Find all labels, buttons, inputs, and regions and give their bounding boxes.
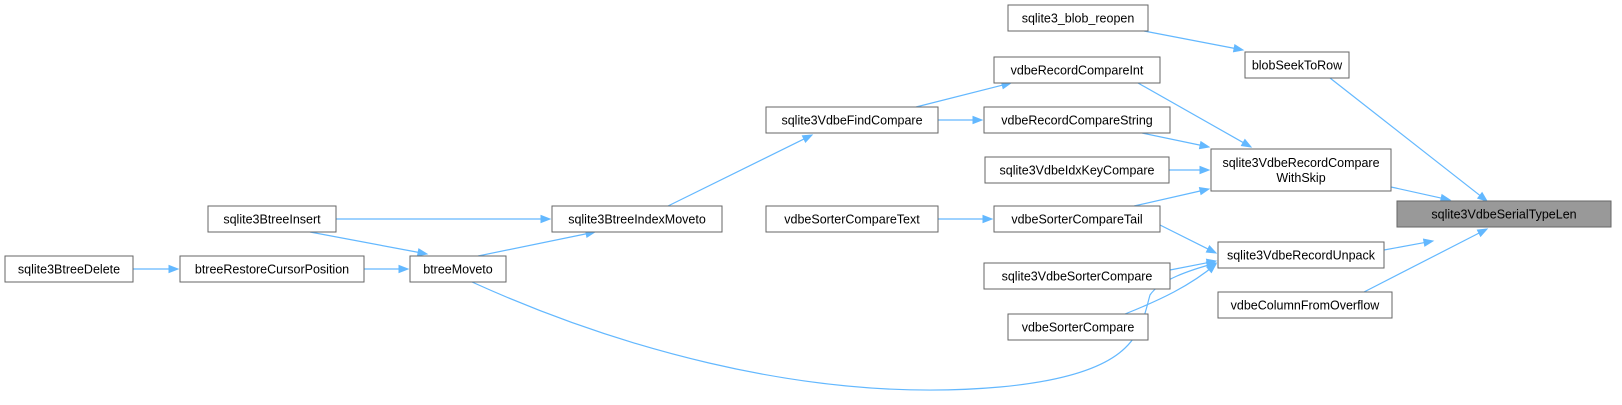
- node-box: [4, 255, 134, 283]
- edge-colovf-to-serial: [1363, 228, 1489, 293]
- node-label: WithSkip: [1276, 171, 1325, 185]
- node-btreeRestoreCursorPosition[interactable]: btreeRestoreCursorPosition: [179, 255, 365, 283]
- edge-moveto-to-unpack: [471, 261, 1218, 391]
- node-vdbeSorterCompareText[interactable]: vdbeSorterCompareText: [765, 205, 939, 233]
- node-box: [1217, 241, 1385, 269]
- node-label: vdbeRecordCompareString: [1001, 113, 1153, 127]
- node-sqlite3BtreeDelete[interactable]: sqlite3BtreeDelete: [4, 255, 134, 283]
- node-sqlite3-blob-reopen[interactable]: sqlite3_blob_reopen: [1007, 4, 1149, 32]
- edge-layer: [133, 30, 1489, 391]
- node-label: sqlite3VdbeFindCompare: [781, 113, 922, 127]
- edge-findcmp-to-rcint: [915, 81, 1013, 108]
- edge-unpack-to-serial: [1383, 238, 1435, 251]
- node-label: sqlite3VdbeSerialTypeLen: [1431, 207, 1576, 221]
- node-box: [765, 205, 939, 233]
- node-sqlite3VdbeSerialTypeLen: sqlite3VdbeSerialTypeLen: [1396, 200, 1612, 228]
- node-blobSeekToRow[interactable]: blobSeekToRow: [1244, 51, 1350, 79]
- node-vdbeRecordCompareString[interactable]: vdbeRecordCompareString: [983, 106, 1171, 134]
- node-box: [179, 255, 365, 283]
- node-label: vdbeRecordCompareInt: [1011, 63, 1144, 77]
- node-sqlite3VdbeSorterCompare[interactable]: sqlite3VdbeSorterCompare: [983, 262, 1171, 290]
- edge-btinsert-to-btidxmove: [336, 214, 552, 224]
- node-box: [409, 255, 507, 283]
- node-sqlite3BtreeIndexMoveto[interactable]: sqlite3BtreeIndexMoveto: [551, 205, 723, 233]
- edge-btinsert-to-moveto: [309, 231, 429, 257]
- node-box: [1217, 291, 1393, 319]
- edge-rcint-to-rcskip: [1137, 82, 1253, 148]
- node-sqlite3VdbeIdxKeyCompare[interactable]: sqlite3VdbeIdxKeyCompare: [984, 156, 1170, 184]
- node-label: blobSeekToRow: [1252, 58, 1343, 72]
- node-label: btreeRestoreCursorPosition: [195, 262, 349, 276]
- node-layer: sqlite3VdbeSerialTypeLen sqlite3_blob_reo…: [4, 4, 1612, 341]
- edge-rcskip-to-serial: [1390, 186, 1452, 203]
- edge-moveto-to-btidxmove: [477, 229, 597, 257]
- node-box: [1210, 148, 1392, 192]
- edge-sctail-to-rcskip: [1133, 186, 1211, 207]
- node-box: [765, 106, 939, 134]
- node-label: sqlite3BtreeInsert: [223, 212, 321, 226]
- node-label: sqlite3BtreeDelete: [18, 262, 120, 276]
- node-box: [984, 156, 1170, 184]
- node-sqlite3VdbeRecordUnpack[interactable]: sqlite3VdbeRecordUnpack: [1217, 241, 1385, 269]
- node-box: [1007, 313, 1149, 341]
- node-label: sqlite3VdbeSorterCompare: [1002, 269, 1153, 283]
- node-box: [983, 106, 1171, 134]
- node-label: sqlite3_blob_reopen: [1022, 11, 1135, 25]
- node-box: [993, 56, 1161, 84]
- node-box: [551, 205, 723, 233]
- node-label: vdbeSorterCompareText: [784, 212, 920, 226]
- node-box: [1007, 4, 1149, 32]
- node-vdbeRecordCompareInt[interactable]: vdbeRecordCompareInt: [993, 56, 1161, 84]
- node-label: sqlite3BtreeIndexMoveto: [568, 212, 706, 226]
- node-label: vdbeSorterCompareTail: [1011, 212, 1142, 226]
- edge-btidxmove-to-findcmp: [667, 134, 814, 207]
- node-sqlite3VdbeFindCompare[interactable]: sqlite3VdbeFindCompare: [765, 106, 939, 134]
- node-btreeMoveto[interactable]: btreeMoveto: [409, 255, 507, 283]
- node-vdbeSorterCompare[interactable]: vdbeSorterCompare: [1007, 313, 1149, 341]
- node-box: [983, 262, 1171, 290]
- node-vdbeSorterCompareTail[interactable]: vdbeSorterCompareTail: [993, 205, 1161, 233]
- node-label: sqlite3VdbeRecordUnpack: [1227, 248, 1376, 262]
- edge-restore-to-moveto: [364, 264, 410, 274]
- node-box: [207, 205, 337, 233]
- node-label: sqlite3VdbeRecordCompare: [1222, 156, 1379, 170]
- edge-btdelete-to-restore: [133, 264, 180, 274]
- node-sqlite3BtreeInsert[interactable]: sqlite3BtreeInsert: [207, 205, 337, 233]
- node-label: vdbeColumnFromOverflow: [1231, 298, 1381, 312]
- node-label: vdbeSorterCompare: [1022, 320, 1135, 334]
- edge-sctail-to-unpack: [1159, 224, 1218, 254]
- node-label: btreeMoveto: [423, 262, 493, 276]
- edge-sctext-to-sctail: [938, 214, 994, 224]
- edge-blobseek-to-serial: [1329, 77, 1489, 202]
- node-box: [1244, 51, 1350, 79]
- edge-findcmp-to-rcstr: [938, 115, 984, 125]
- edge-blob_reopen-to-blobseek: [1143, 30, 1245, 53]
- node-box: [993, 205, 1161, 233]
- node-box: [1396, 200, 1612, 228]
- edge-rcstr-to-rcskip: [1141, 132, 1211, 150]
- node-label: sqlite3VdbeIdxKeyCompare: [1000, 163, 1155, 177]
- node-vdbeColumnFromOverflow[interactable]: vdbeColumnFromOverflow: [1217, 291, 1393, 319]
- edge-idxkey-to-rcskip: [1169, 165, 1211, 175]
